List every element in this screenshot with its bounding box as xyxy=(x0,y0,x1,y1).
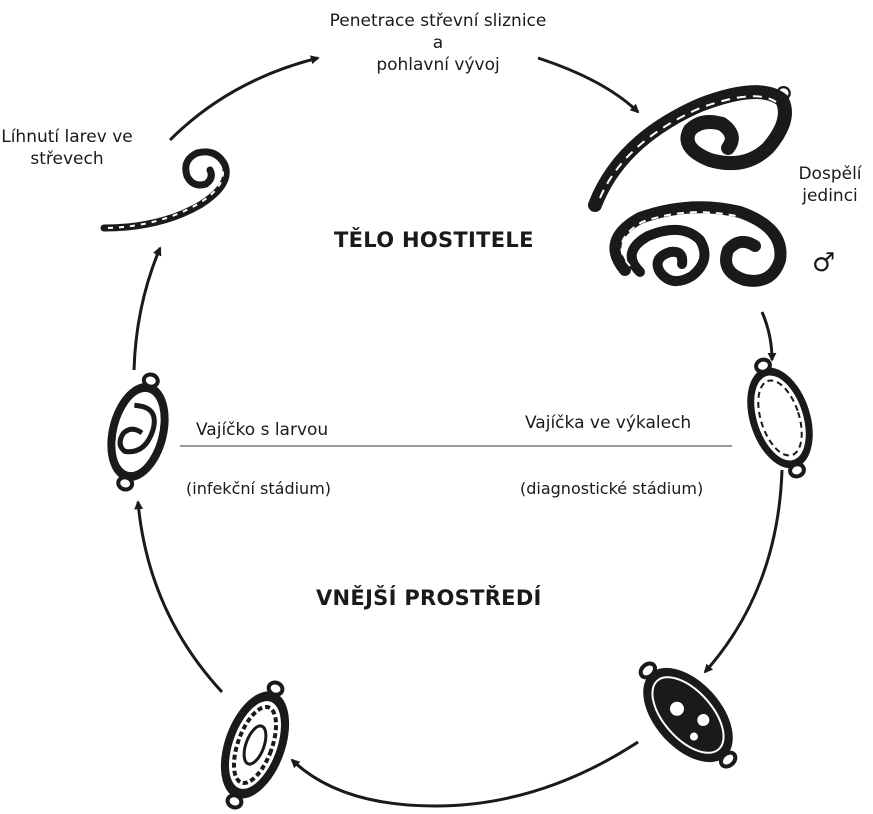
arrow-larvated-to-larva xyxy=(132,246,162,371)
developing-egg-icon xyxy=(220,680,290,810)
diagnostic-stage-label: (diagnostické stádium) xyxy=(520,479,704,498)
eggs-feces-label: Vajíčka ve výkalech xyxy=(525,413,692,433)
infective-stage-label: (infekční stádium) xyxy=(186,479,332,498)
male-symbol-icon: ♂ xyxy=(812,248,836,278)
adults-line-2: jedinci xyxy=(802,186,858,206)
embryonating-egg-icon xyxy=(638,661,738,769)
arrow-penetration-to-adults xyxy=(537,56,640,114)
arrow-developing-to-larvated xyxy=(134,500,224,694)
hatching-label: Líhnutí larev ve střevech xyxy=(0,126,134,170)
egg-feces-icon xyxy=(747,357,813,479)
arrow-eggs-to-embryonating xyxy=(703,469,784,674)
adults-line-1: Dospělí xyxy=(798,164,862,184)
adult-male-worm-icon xyxy=(609,201,787,287)
arrow-larva-to-penetration xyxy=(168,55,320,142)
larvated-egg-icon xyxy=(107,372,169,492)
adult-female-worm-icon xyxy=(588,85,792,212)
female-symbol-icon: ♀ xyxy=(774,82,794,112)
penetration-line-3: pohlavní vývoj xyxy=(376,55,500,75)
larva-icon xyxy=(100,148,230,232)
penetration-label: Penetrace střevní sliznice a pohlavní vý… xyxy=(308,10,568,76)
egg-larva-label: Vajíčko s larvou xyxy=(196,420,329,440)
penetration-line-2: a xyxy=(432,33,444,53)
hatching-line-2: střevech xyxy=(30,149,104,169)
hatching-line-1: Líhnutí larev ve xyxy=(1,127,133,147)
host-body-region-label: TĚLO HOSTITELE xyxy=(334,228,534,252)
adults-label: Dospělí jedinci xyxy=(790,163,870,207)
external-environment-region-label: VNĚJŠÍ PROSTŘEDÍ xyxy=(316,586,542,610)
arrow-adults-to-eggs xyxy=(760,311,777,362)
arrow-embryonating-to-developing xyxy=(290,740,639,808)
penetration-line-1: Penetrace střevní sliznice xyxy=(329,11,547,31)
